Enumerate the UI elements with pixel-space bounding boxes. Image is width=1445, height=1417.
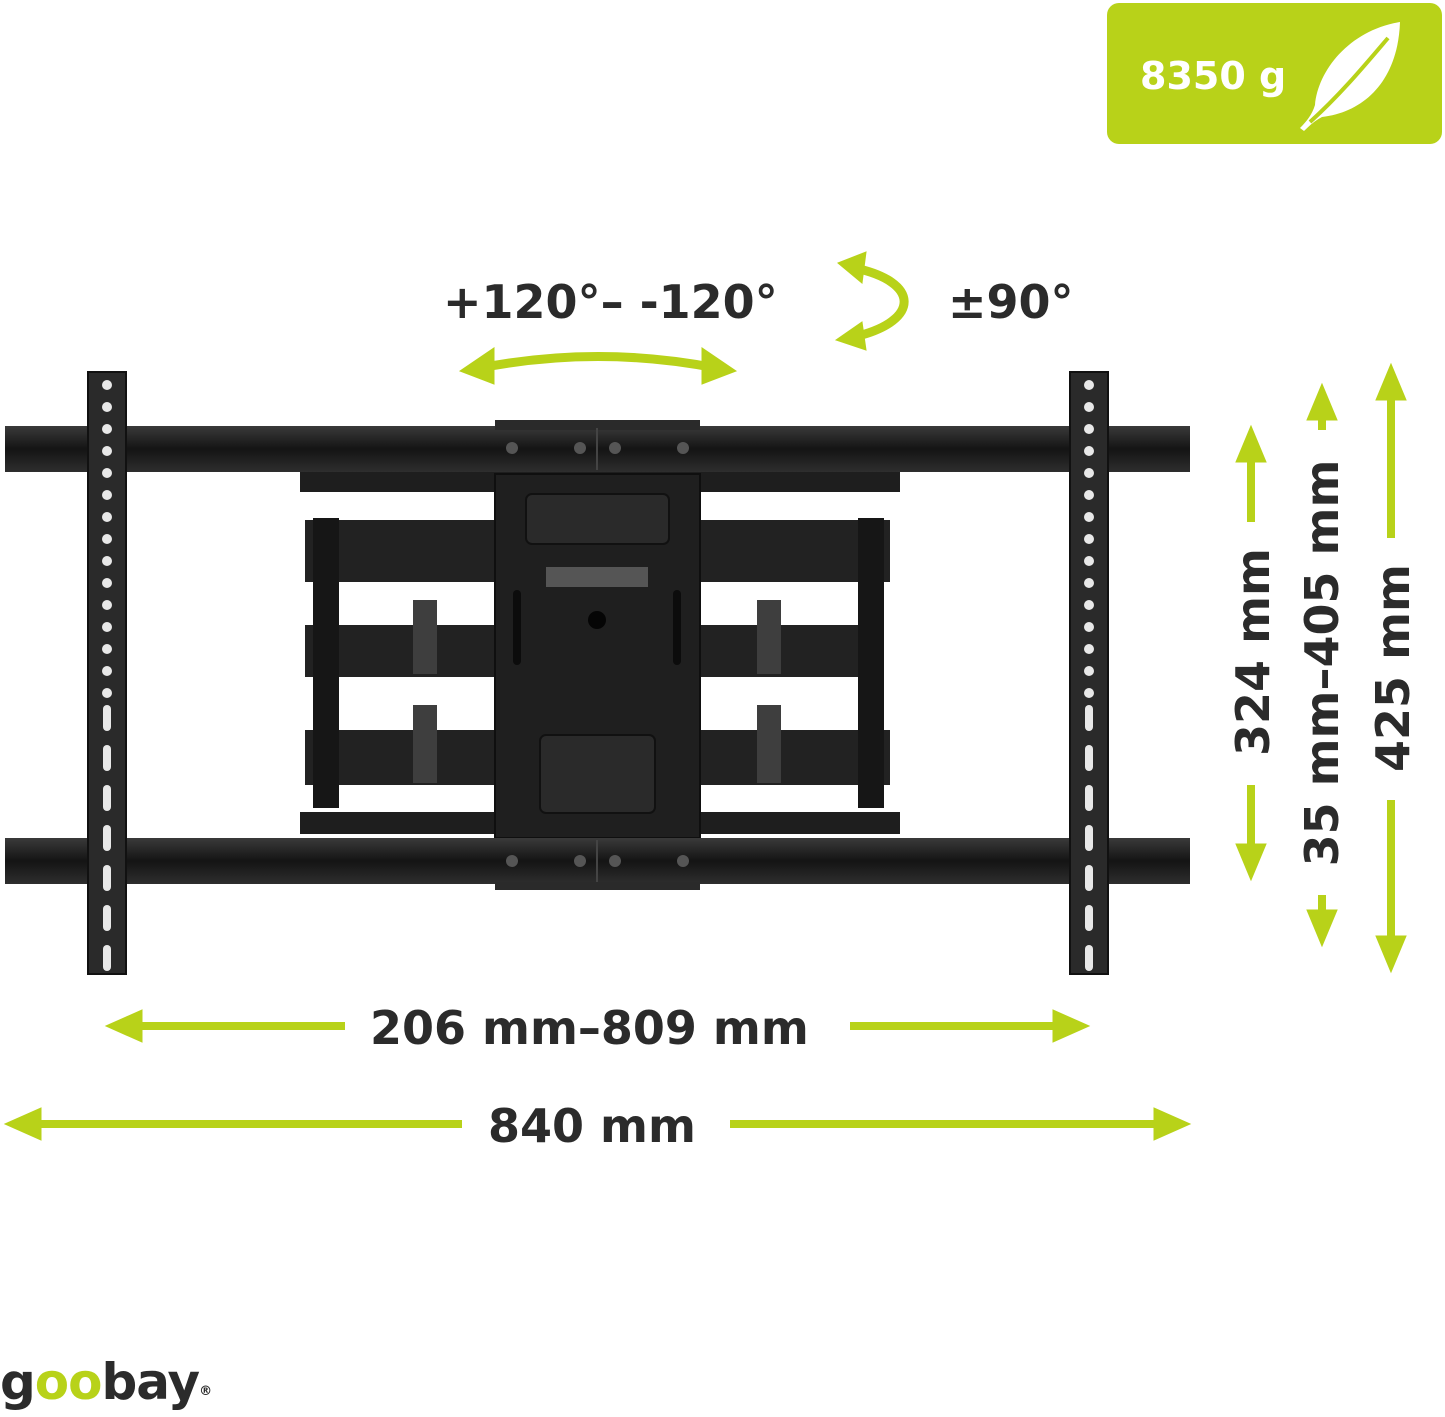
tilt-arrow — [854, 263, 909, 341]
vesa-slot — [103, 825, 111, 851]
vesa-height-label: 324 mm — [1226, 548, 1280, 756]
vesa-hole — [1084, 534, 1094, 544]
swivel-arrow — [479, 352, 717, 373]
vesa-hole — [1084, 512, 1094, 522]
vesa-hole — [102, 666, 112, 676]
weight-value: 8350 g — [1140, 54, 1287, 98]
left-arm-assembly — [305, 518, 500, 808]
rail-screw — [574, 855, 586, 867]
vesa-slot — [1085, 705, 1093, 731]
vesa-slot — [1085, 865, 1093, 891]
vesa-hole — [1084, 490, 1094, 500]
vesa-hole — [1084, 600, 1094, 610]
vesa-hole — [102, 578, 112, 588]
vesa-slot — [103, 705, 111, 731]
vesa-hole — [102, 380, 112, 390]
vesa-hole — [1084, 556, 1094, 566]
vesa-slot — [1085, 825, 1093, 851]
vesa-hole — [1084, 688, 1094, 698]
vesa-hole — [102, 688, 112, 698]
vesa-hole — [1084, 424, 1094, 434]
vesa-slot — [103, 745, 111, 771]
vesa-slot — [1085, 945, 1093, 971]
vesa-slot — [103, 945, 111, 971]
vesa-slot — [103, 905, 111, 931]
rail-screw — [677, 855, 689, 867]
tilt-label: ±90° — [948, 275, 1074, 329]
vesa-hole — [102, 622, 112, 632]
vesa-hole — [1084, 446, 1094, 456]
vesa-hole — [102, 556, 112, 566]
vesa-hole — [102, 600, 112, 610]
swivel-label: +120°– -120° — [443, 275, 778, 329]
vesa-hole — [1084, 402, 1094, 412]
right-arm-assembly — [700, 518, 890, 808]
vesa-hole — [102, 644, 112, 654]
rail-screw — [506, 855, 518, 867]
vesa-hole — [102, 468, 112, 478]
upper-rail — [5, 420, 1190, 472]
goobay-logo: goobay® — [0, 1353, 212, 1411]
vesa-width-label: 206 mm–809 mm — [370, 1001, 809, 1055]
vesa-hole — [102, 402, 112, 412]
vesa-hole — [1084, 666, 1094, 676]
lower-rail — [5, 838, 1190, 890]
height-range-label: 35 mm–405 mm — [1295, 459, 1349, 867]
rail-screw — [506, 442, 518, 454]
vesa-hole — [1084, 622, 1094, 632]
vesa-slot — [1085, 745, 1093, 771]
wall-plate — [494, 473, 701, 839]
rail-screw — [609, 442, 621, 454]
rail-screw — [677, 442, 689, 454]
vesa-hole — [1084, 644, 1094, 654]
vesa-hole — [102, 424, 112, 434]
vesa-slot — [103, 785, 111, 811]
vesa-hole — [102, 446, 112, 456]
vesa-hole — [102, 534, 112, 544]
total-height-label: 425 mm — [1366, 564, 1420, 772]
vesa-slot — [1085, 905, 1093, 931]
vesa-hole — [1084, 380, 1094, 390]
rail-screw — [574, 442, 586, 454]
vesa-hole — [1084, 578, 1094, 588]
vesa-slot — [1085, 785, 1093, 811]
rail-screw — [609, 855, 621, 867]
vesa-hole — [1084, 468, 1094, 478]
vesa-hole — [102, 512, 112, 522]
total-width-label: 840 mm — [488, 1099, 696, 1153]
vesa-slot — [103, 865, 111, 891]
vesa-hole — [102, 490, 112, 500]
